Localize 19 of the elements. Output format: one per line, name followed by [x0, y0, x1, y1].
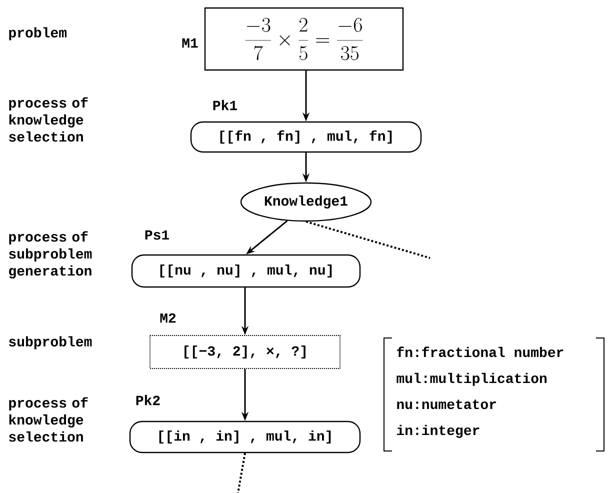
node-label: M2 [160, 313, 176, 323]
node-label: M1 [182, 38, 198, 48]
problem-box: $\frac{-3}{7} \times \frac{2}{5} = \frac{-6}{35}$ [204, 7, 404, 71]
node-label: Ps1 [145, 230, 170, 240]
legend-text: in:integer [397, 424, 480, 438]
legend-text: nu:numetator [397, 400, 496, 410]
row-label: process of knowledge selection [9, 97, 88, 142]
legend-text: mul:multiplication [396, 372, 547, 386]
row-label: problem [9, 27, 66, 40]
process-box: [[fn , fn] , mul, fn] [190, 121, 422, 153]
node-label: Pk1 [213, 100, 237, 110]
process-box: [[in , in] , mul, in] [129, 420, 361, 454]
row-label: process of knowledge selection [9, 397, 88, 442]
node-label: Pk2 [136, 394, 160, 406]
row-label: process of subproblem generation [9, 231, 92, 278]
legend-text: fn:fractional number [397, 346, 564, 358]
row-label: subproblem [9, 336, 92, 350]
process-box: [[nu , nu] , mul, nu] [131, 254, 361, 288]
subproblem-box: [[−3, 2], ×, ?] [150, 335, 340, 369]
